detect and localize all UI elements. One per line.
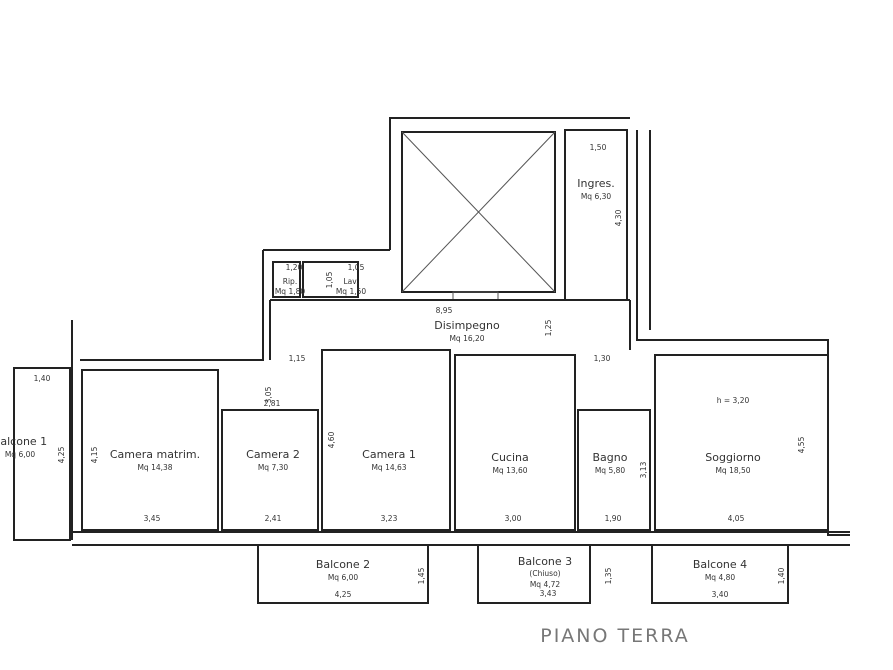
camera-matrim-area: Mq 14,38 — [137, 463, 172, 472]
bagno-name: Bagno — [593, 451, 628, 464]
balcone2-name: Balcone 2 — [316, 558, 370, 571]
plan-title: PIANO TERRA — [540, 625, 690, 647]
rip-width: 1,20 — [286, 263, 303, 272]
balcone3-name: Balcone 3 — [518, 555, 572, 568]
rooms — [13, 349, 829, 604]
camera2-width: 2,41 — [265, 514, 282, 523]
balcone1-name: Balcone 1 — [0, 435, 47, 448]
ingresso-area: Mq 6,30 — [581, 192, 612, 201]
cucina-width: 3,00 — [505, 514, 522, 523]
balcone2-area: Mq 6,00 — [328, 573, 359, 582]
rip-name: Rip. — [283, 277, 297, 286]
camera2-area: Mq 7,30 — [258, 463, 289, 472]
camera1-width: 3,23 — [381, 514, 398, 523]
height-note: h = 3,20 — [717, 396, 750, 405]
camera2-door: 2,81 — [264, 399, 281, 408]
camera1-depth: 4,60 — [327, 431, 336, 448]
camera-matrim-width: 3,45 — [144, 514, 161, 523]
bagno-width: 1,90 — [605, 514, 622, 523]
balcone3-width: 3,43 — [540, 589, 557, 598]
ingresso-name: Ingres. — [577, 177, 614, 190]
disimpegno-left: 1,15 — [289, 354, 306, 363]
camera2-depth: 3,05 — [264, 386, 273, 403]
cucina-area: Mq 13,60 — [492, 466, 527, 475]
lav-depth: 1,05 — [325, 271, 334, 288]
balcone4-depth: 1,40 — [777, 567, 786, 584]
disimpegno-depth: 1,25 — [544, 319, 553, 336]
camera-matrim-name: Camera matrim. — [110, 448, 200, 461]
lav-area: Mq 1,50 — [336, 287, 367, 296]
balcone3-note: (Chiuso) — [529, 569, 560, 578]
disimpegno-right: 1,30 — [594, 354, 611, 363]
bagno-depth: 3,13 — [639, 461, 648, 478]
disimpegno-area: Mq 16,20 — [449, 334, 484, 343]
ingresso-width: 1,50 — [590, 143, 607, 152]
camera2-name: Camera 2 — [246, 448, 300, 461]
balcone2-depth: 1,45 — [417, 567, 426, 584]
soggiorno-depth: 4,55 — [797, 436, 806, 453]
lav-width: 1,05 — [348, 263, 365, 272]
balcone1-depth: 4,25 — [57, 446, 66, 463]
disimpegno-name: Disimpegno — [434, 319, 500, 332]
walls — [71, 129, 850, 546]
balcone2-width: 4,25 — [335, 590, 352, 599]
balcone4-name: Balcone 4 — [693, 558, 747, 571]
camera-matrim-depth: 4,15 — [90, 446, 99, 463]
balcone4-width: 3,40 — [712, 590, 729, 599]
cucina-name: Cucina — [491, 451, 528, 464]
balcone1-width: 1,40 — [34, 374, 51, 383]
lav-name: Lav. — [343, 277, 358, 286]
camera1-name: Camera 1 — [362, 448, 416, 461]
rip-area: Mq 1,80 — [275, 287, 306, 296]
camera1-area: Mq 14,63 — [371, 463, 406, 472]
bagno-area: Mq 5,80 — [595, 466, 626, 475]
balcone4-area: Mq 4,80 — [705, 573, 736, 582]
stairwell — [389, 117, 630, 301]
soggiorno-width: 4,05 — [728, 514, 745, 523]
disimpegno-length: 8,95 — [436, 306, 453, 315]
ingresso-depth: 4,30 — [614, 209, 623, 226]
soggiorno-name: Soggiorno — [705, 451, 761, 464]
soggiorno-area: Mq 18,50 — [715, 466, 750, 475]
balcone3-area: Mq 4,72 — [530, 580, 561, 589]
balcone1-area: Mq 6,00 — [5, 450, 36, 459]
balcone3-depth: 1,35 — [604, 567, 613, 584]
